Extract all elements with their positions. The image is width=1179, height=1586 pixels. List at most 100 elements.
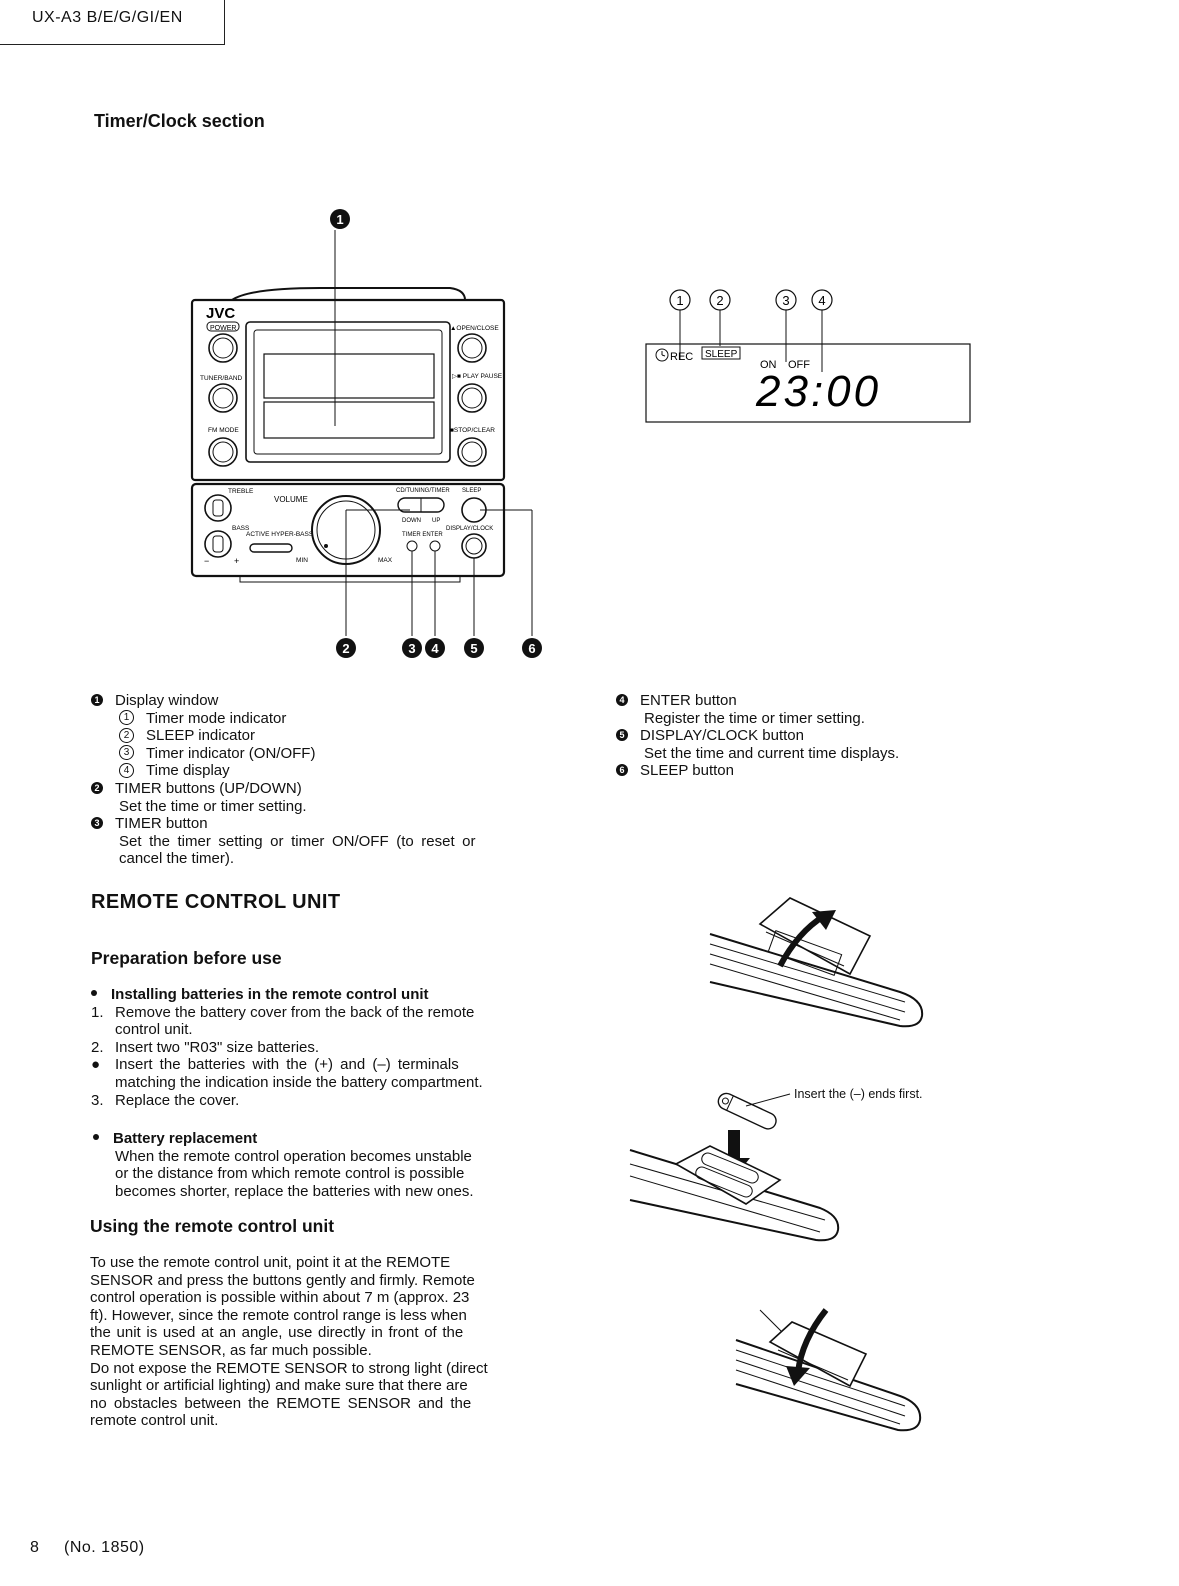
timer-enter-label: TIMER ENTER <box>402 532 443 538</box>
using-line-2: SENSOR and press the buttons gently and … <box>90 1271 475 1289</box>
minus-label: − <box>204 556 209 566</box>
display-callout-1: 1 <box>676 293 683 308</box>
replace-title: Battery replacement <box>113 1130 258 1147</box>
power-label: POWER <box>210 325 236 332</box>
tuner-band-label: TUNER/BAND <box>200 375 243 382</box>
timer-on-indicator: ON <box>760 359 777 371</box>
install-bullet <box>91 990 97 997</box>
legend-display-window: Display window <box>115 692 219 709</box>
using-line-7: Do not expose the REMOTE SENSOR to stron… <box>90 1359 488 1377</box>
legend-timer-button: TIMER button <box>115 815 208 833</box>
legend-sub-marker-3: 3 <box>119 745 134 761</box>
play-pause-label: ▷■ PLAY PAUSE <box>452 373 503 380</box>
step-1-cont: control unit. <box>115 1021 193 1039</box>
legend-timer-mode: Timer mode indicator <box>146 709 287 727</box>
step-2-text: Insert two "R03" size batteries. <box>115 1038 320 1056</box>
remote-close-cover-figure <box>735 1308 922 1432</box>
step-2-number: 2. <box>91 1038 104 1056</box>
remote-open-cover-figure <box>709 897 924 1028</box>
remote-title: REMOTE CONTROL UNIT <box>91 891 341 913</box>
plus-label: + <box>234 556 239 566</box>
display-callout-3: 3 <box>782 293 789 308</box>
legend-marker-1: 1 <box>91 694 103 707</box>
legend-timer-button-desc-1: Set the timer setting or timer ON/OFF (t… <box>119 832 476 850</box>
using-line-4: ft). However, since the remote control r… <box>90 1306 467 1324</box>
up-label: UP <box>432 518 440 524</box>
display-callout-2: 2 <box>716 293 723 308</box>
model-number: UX-A3 B/E/G/GI/EN <box>32 9 183 26</box>
legend-marker-6: 6 <box>616 764 628 777</box>
step-1-number: 1. <box>91 1003 104 1021</box>
sleep-indicator: SLEEP <box>705 349 738 360</box>
open-close-label: ▲OPEN/CLOSE <box>450 325 499 332</box>
using-line-10: remote control unit. <box>90 1412 219 1430</box>
replace-bullet <box>93 1134 99 1141</box>
using-line-8: sunlight or artificial lighting) and mak… <box>90 1377 468 1395</box>
replace-line-1: When the remote control operation become… <box>115 1147 472 1165</box>
treble-label: TREBLE <box>228 488 254 495</box>
using-line-1: To use the remote control unit, point it… <box>90 1254 451 1271</box>
legend-sleep-button: SLEEP button <box>640 762 734 780</box>
step-3-number: 3. <box>91 1091 104 1109</box>
page-number: 8 <box>30 1539 40 1556</box>
legend-sub-marker-4: 4 <box>119 762 134 778</box>
install-title: Installing batteries in the remote contr… <box>111 986 429 1003</box>
unit-front-panel-figure: JVC POWER TUNER/BAND FM MODE ▲OPEN/CLOSE… <box>190 209 542 658</box>
install-steps: Installing batteries in the remote contr… <box>91 986 511 1109</box>
time-display: 23:00 <box>755 367 881 416</box>
legend-marker-2: 2 <box>91 782 103 794</box>
timer-off-indicator: OFF <box>788 359 810 371</box>
cd-tuning-timer-label: CD/TUNING/TIMER <box>396 488 450 494</box>
remote-insert-batteries-figure <box>629 1092 840 1242</box>
step-note-bullet: ● <box>91 1056 101 1074</box>
using-line-3: control operation is possible within abo… <box>90 1289 470 1307</box>
down-label: DOWN <box>402 518 421 524</box>
step-note-text: Insert the batteries with the (+) and (–… <box>115 1056 459 1074</box>
stop-clear-label: ■STOP/CLEAR <box>450 427 495 434</box>
using-line-6: REMOTE SENSOR, as far much possible. <box>90 1341 372 1359</box>
rec-indicator: REC <box>670 351 693 363</box>
replace-line-2: or the distance from which remote contro… <box>115 1165 465 1183</box>
legend-time-display: Time display <box>146 762 230 780</box>
prep-title: Preparation before use <box>91 948 282 968</box>
unit-callout-1: 1 <box>336 212 343 227</box>
legend-timer-buttons-desc: Set the time or timer setting. <box>119 797 307 815</box>
step-note-cont: matching the indication inside the batte… <box>115 1073 483 1091</box>
using-line-9: no obstacles between the REMOTE SENSOR a… <box>90 1394 472 1412</box>
display-callout-4: 4 <box>818 293 825 308</box>
battery-replacement: Battery replacement When the remote cont… <box>91 1130 474 1200</box>
min-label: MIN <box>296 557 308 564</box>
step-3-text: Replace the cover. <box>115 1091 240 1109</box>
brand-logo: JVC <box>206 305 235 322</box>
using-text: To use the remote control unit, point it… <box>90 1254 488 1430</box>
active-hyper-bass-label: ACTIVE HYPER-BASS <box>246 531 314 538</box>
legend-enter-desc: Register the time or timer setting. <box>644 709 865 727</box>
step-1-text: Remove the battery cover from the back o… <box>115 1003 475 1021</box>
unit-callout-2: 2 <box>342 641 349 656</box>
sleep-unit-label: SLEEP <box>462 488 481 494</box>
unit-callout-3: 3 <box>408 641 415 656</box>
legend-marker-3: 3 <box>91 817 103 830</box>
legend-display-clock-button: DISPLAY/CLOCK button <box>640 727 804 745</box>
legend-sleep-indicator: SLEEP indicator <box>146 727 255 745</box>
legend-marker-4: 4 <box>616 694 628 707</box>
legend-sub-marker-1: 1 <box>119 710 134 726</box>
document-number: (No. 1850) <box>64 1539 145 1556</box>
max-label: MAX <box>378 557 393 564</box>
legend-display-clock-desc: Set the time and current time displays. <box>644 744 900 762</box>
using-line-5: the unit is used at an angle, use direct… <box>90 1324 464 1342</box>
legend-right: 4 ENTER button Register the time or timer… <box>616 692 899 780</box>
header-box <box>0 0 225 45</box>
display-clock-label: DISPLAY/CLOCK <box>446 526 493 532</box>
unit-callout-4: 4 <box>431 641 439 656</box>
insert-note: Insert the (–) ends first. <box>794 1087 923 1101</box>
replace-line-3: becomes shorter, replace the batteries w… <box>115 1182 474 1200</box>
legend-enter-button: ENTER button <box>640 692 737 709</box>
legend-sub-marker-2: 2 <box>119 727 134 743</box>
using-title: Using the remote control unit <box>90 1216 335 1236</box>
volume-label: VOLUME <box>274 495 308 504</box>
legend-timer-button-desc-2: cancel the timer). <box>119 850 235 868</box>
timer-section-title: Timer/Clock section <box>94 111 265 131</box>
unit-callout-5: 5 <box>470 641 477 656</box>
